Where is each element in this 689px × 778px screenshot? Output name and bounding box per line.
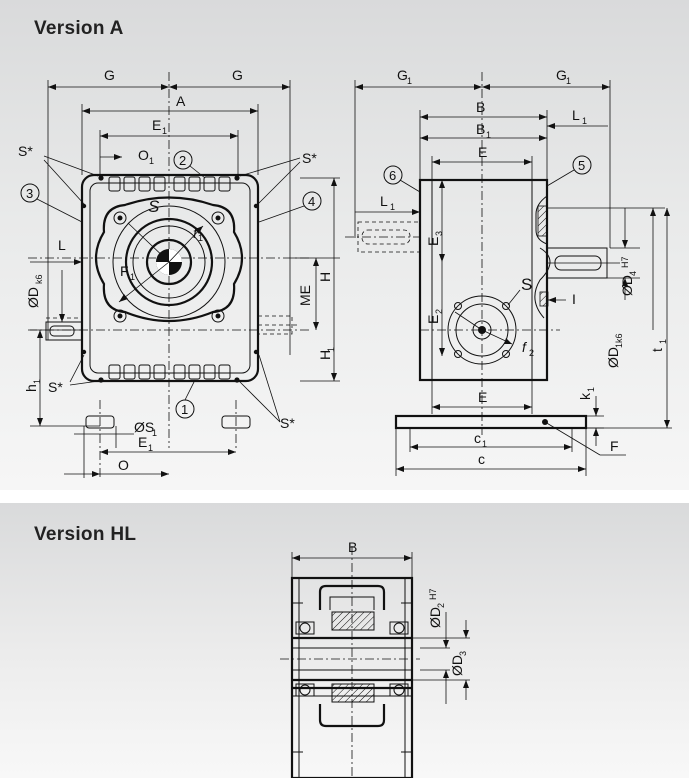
callout-5: 5 <box>578 158 585 173</box>
dim-g1-left: G <box>397 67 408 83</box>
svg-text:1: 1 <box>32 379 42 384</box>
dim-o-bottom: O <box>118 457 129 473</box>
dim-l1-right: L <box>572 107 580 123</box>
dim-e2: E <box>425 315 441 324</box>
hl-dim-d3: ØD <box>449 655 465 676</box>
svg-text:2: 2 <box>434 309 444 314</box>
callout-6: 6 <box>389 168 396 183</box>
dim-g-left: G <box>104 67 115 83</box>
version-a-title: Version A <box>34 18 124 39</box>
svg-text:2: 2 <box>529 348 534 358</box>
svg-text:1: 1 <box>566 76 571 86</box>
label-s-star-top-right: S* <box>302 150 317 166</box>
dim-d1k6: ØD <box>605 347 621 368</box>
panel-version-hl <box>0 503 689 778</box>
dim-e-top: E <box>478 144 487 160</box>
svg-text:1: 1 <box>152 428 157 438</box>
dim-e3: E <box>425 237 441 246</box>
label-F1: F <box>120 263 129 279</box>
svg-text:1: 1 <box>149 156 154 166</box>
dim-b1: B <box>476 121 485 137</box>
front-view: G G A E 1 O 1 <box>18 67 340 478</box>
svg-text:H7: H7 <box>620 256 630 268</box>
svg-text:3: 3 <box>458 651 468 656</box>
dim-e1-bottom: E <box>138 434 147 450</box>
svg-text:2: 2 <box>436 603 446 608</box>
svg-text:1: 1 <box>407 76 412 86</box>
callout-4: 4 <box>308 194 315 209</box>
label-f: F <box>610 438 619 454</box>
label-s-star-bottom-right: S* <box>280 415 295 431</box>
svg-text:1: 1 <box>582 116 587 126</box>
dim-s1: ØS <box>134 419 154 435</box>
dim-e1-top-sub: 1 <box>162 126 167 136</box>
svg-text:1: 1 <box>482 439 487 449</box>
dim-me: ME <box>297 285 313 306</box>
svg-text:1: 1 <box>658 339 668 344</box>
hl-dim-d2: ØD <box>427 607 443 628</box>
dim-e-bottom: E <box>478 389 487 405</box>
label-s-side: S <box>521 275 532 294</box>
dim-h1: H <box>317 350 333 360</box>
dim-d4: ØD <box>619 275 635 296</box>
dim-t1: t <box>649 348 665 352</box>
svg-text:1: 1 <box>148 443 153 453</box>
panel-version-a <box>0 0 689 490</box>
label-s-star-bottom-left: S* <box>48 379 63 395</box>
dim-c1: c <box>474 430 481 446</box>
dim-o1: O <box>138 147 149 163</box>
bottom-fins <box>108 364 231 380</box>
svg-text:1k6: 1k6 <box>614 333 624 348</box>
label-i: I <box>572 291 576 307</box>
svg-text:H7: H7 <box>428 588 438 600</box>
svg-text:1: 1 <box>390 202 395 212</box>
dim-g-right: G <box>232 67 243 83</box>
svg-text:1: 1 <box>198 233 203 243</box>
svg-text:4: 4 <box>628 271 638 276</box>
callout-1: 1 <box>181 402 188 417</box>
callout-3: 3 <box>26 186 33 201</box>
svg-text:1: 1 <box>326 347 336 352</box>
dim-h1-lower: h <box>23 384 39 392</box>
dim-c: c <box>478 451 485 467</box>
svg-text:k6: k6 <box>34 274 44 284</box>
label-f1: f <box>193 225 199 241</box>
version-hl-title: Version HL <box>34 524 137 545</box>
dim-l1-left: L <box>380 193 388 209</box>
hl-dim-b: B <box>348 539 357 555</box>
svg-text:1: 1 <box>130 272 135 282</box>
dim-b: B <box>476 99 485 115</box>
callout-2: 2 <box>179 153 186 168</box>
top-fins <box>108 176 231 192</box>
dim-h: H <box>317 272 333 282</box>
dim-a: A <box>176 93 186 109</box>
svg-text:1: 1 <box>586 387 596 392</box>
svg-text:1: 1 <box>486 130 491 140</box>
svg-text:3: 3 <box>434 231 444 236</box>
dim-k1: k <box>577 392 593 400</box>
version-hl-view: B <box>280 539 470 778</box>
dim-d-k6: ØD <box>25 287 41 308</box>
label-s-front: S <box>148 197 160 216</box>
side-view: G 1 G 1 B B 1 E L 1 <box>345 67 672 476</box>
label-s-star-top-left: S* <box>18 143 33 159</box>
dim-l-front: L <box>58 237 66 253</box>
dim-g1-right: G <box>556 67 567 83</box>
dim-e1-top: E <box>152 117 161 133</box>
label-f2: f <box>522 339 528 355</box>
